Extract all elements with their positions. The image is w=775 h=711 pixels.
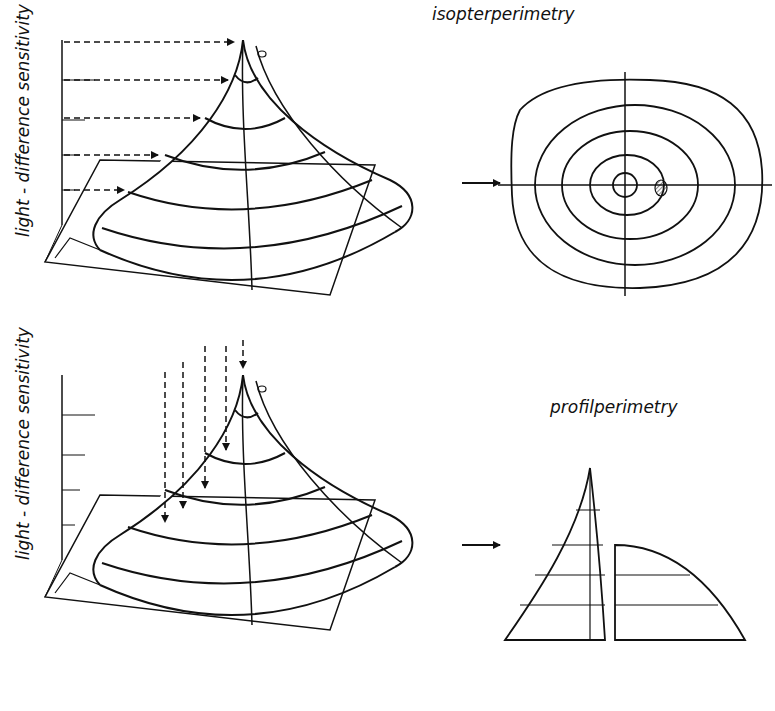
panel-title: profilperimetry <box>550 398 678 417</box>
axis-label: light - difference sensitivity <box>14 4 33 237</box>
axis-label: light - difference sensitivity <box>14 327 33 560</box>
panel-title: isopterperimetry <box>432 5 575 24</box>
